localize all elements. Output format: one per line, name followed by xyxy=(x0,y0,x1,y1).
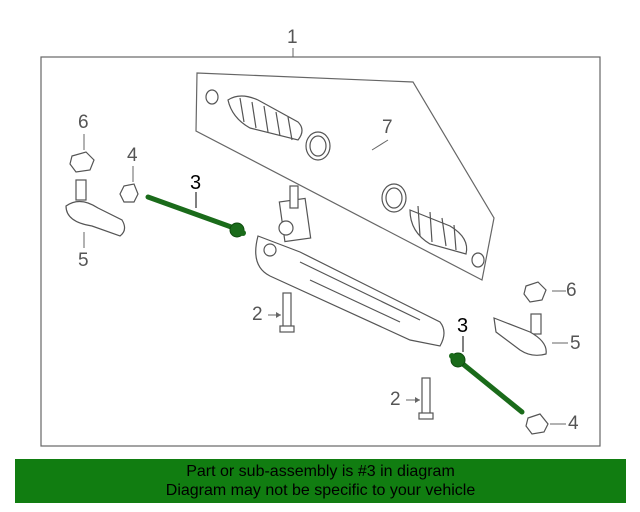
inner-tie-rod-left xyxy=(145,194,246,238)
callout-nut-right: 6 xyxy=(566,280,577,301)
banner-line-part: Part or sub-assembly is #3 in diagram xyxy=(186,463,455,480)
outer-tie-rod-right xyxy=(493,313,547,356)
callout-jam-nut-left: 4 xyxy=(127,145,138,166)
callout-jam-nut-right: 4 xyxy=(568,413,579,434)
right-boot xyxy=(381,183,485,268)
bolt-lower xyxy=(418,377,434,420)
info-banner: Part or sub-assembly is #3 in diagram Di… xyxy=(15,459,626,503)
nut-right xyxy=(523,281,547,303)
callout-bolt-lower: 2 xyxy=(390,389,401,410)
callout-bolt-upper: 2 xyxy=(252,304,263,325)
callout-outer-tie-rod-right: 5 xyxy=(570,333,581,354)
outer-tie-rod-left xyxy=(65,179,126,237)
assembly-frame xyxy=(40,56,601,447)
steering-rack xyxy=(255,185,445,347)
bolt-upper xyxy=(279,292,295,333)
callout-outer-tie-rod-left: 5 xyxy=(78,250,89,271)
nut-left xyxy=(69,151,95,173)
banner-line-disclaimer: Diagram may not be specific to your vehi… xyxy=(165,482,476,499)
callout-assembly: 1 xyxy=(287,27,298,48)
jam-nut-left xyxy=(119,183,139,203)
callout-inner-tie-rod-right: 3 xyxy=(457,315,469,337)
callout-nut-left: 6 xyxy=(78,112,89,133)
boot-kit-leader xyxy=(371,139,389,151)
callout-boot-kit: 7 xyxy=(382,117,393,138)
parts-diagram xyxy=(40,48,601,447)
inner-tie-rod-right xyxy=(449,352,525,415)
callout-inner-tie-rod-left: 3 xyxy=(190,172,202,194)
boot-kit-frame xyxy=(195,72,495,281)
left-boot xyxy=(205,89,331,161)
jam-nut-right xyxy=(525,413,549,435)
